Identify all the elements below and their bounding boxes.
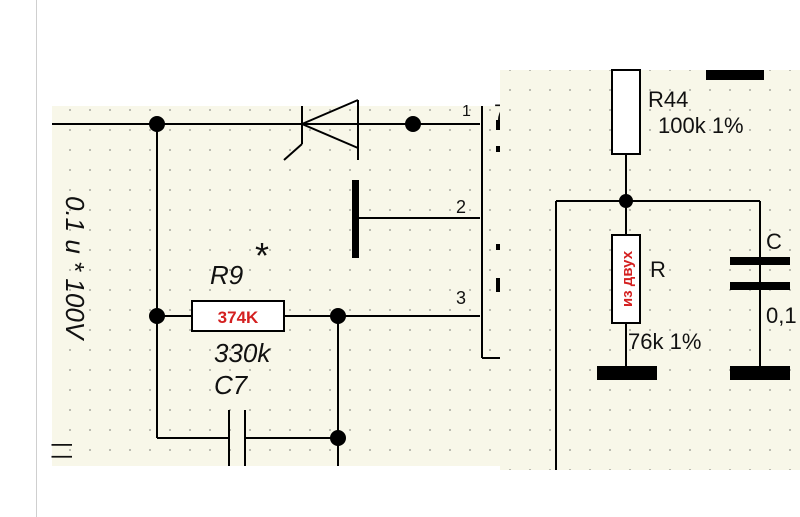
r44-ref-label: R44 [648,87,688,112]
r9-star-mark: * [255,235,269,276]
c7-capacitor-symbol [228,410,246,466]
r9-value-badge: 374K [218,308,259,327]
pin2-bar [352,180,359,258]
right-junction [619,194,633,208]
r-ref-label: R [650,257,666,282]
pin1-label: 1 [462,103,471,120]
c-value-label: 0,1 [766,303,797,328]
r9-value-label: 330k [214,338,272,368]
r-value-label: 76k 1% [628,329,701,354]
r44-value-label: 100k 1% [658,113,744,138]
chip-edge-marks [496,120,500,292]
right-schematic-panel: R44 100k 1% R из двух 76k 1% C 0,1 [500,69,800,470]
r9-ref-label: R9 [210,260,243,290]
bottom-left-mark: | | [51,442,76,460]
pin3-label: 3 [456,288,466,308]
right-grid [500,70,800,470]
r44-resistor-body [611,69,641,155]
right-ground-bars [597,70,790,380]
left-grid [52,106,500,466]
r-resistor-body [611,234,641,324]
r9-resistor-body [191,300,285,332]
c-capacitor-symbol [730,257,790,290]
r-body-text: из двух [619,250,636,307]
pin2-label: 2 [456,197,466,217]
c7-ref-label: C7 [214,370,249,400]
left-schematic-panel: 1 7 2 3 R9 * 374K 330k C7 0.1 u * 100V |… [51,99,506,466]
diode-symbol [283,99,359,161]
left-junctions [149,116,421,446]
c-ref-label: C [766,229,782,254]
page-left-border [36,0,37,517]
rotated-capacitor-label: 0.1 u * 100V [60,196,90,342]
